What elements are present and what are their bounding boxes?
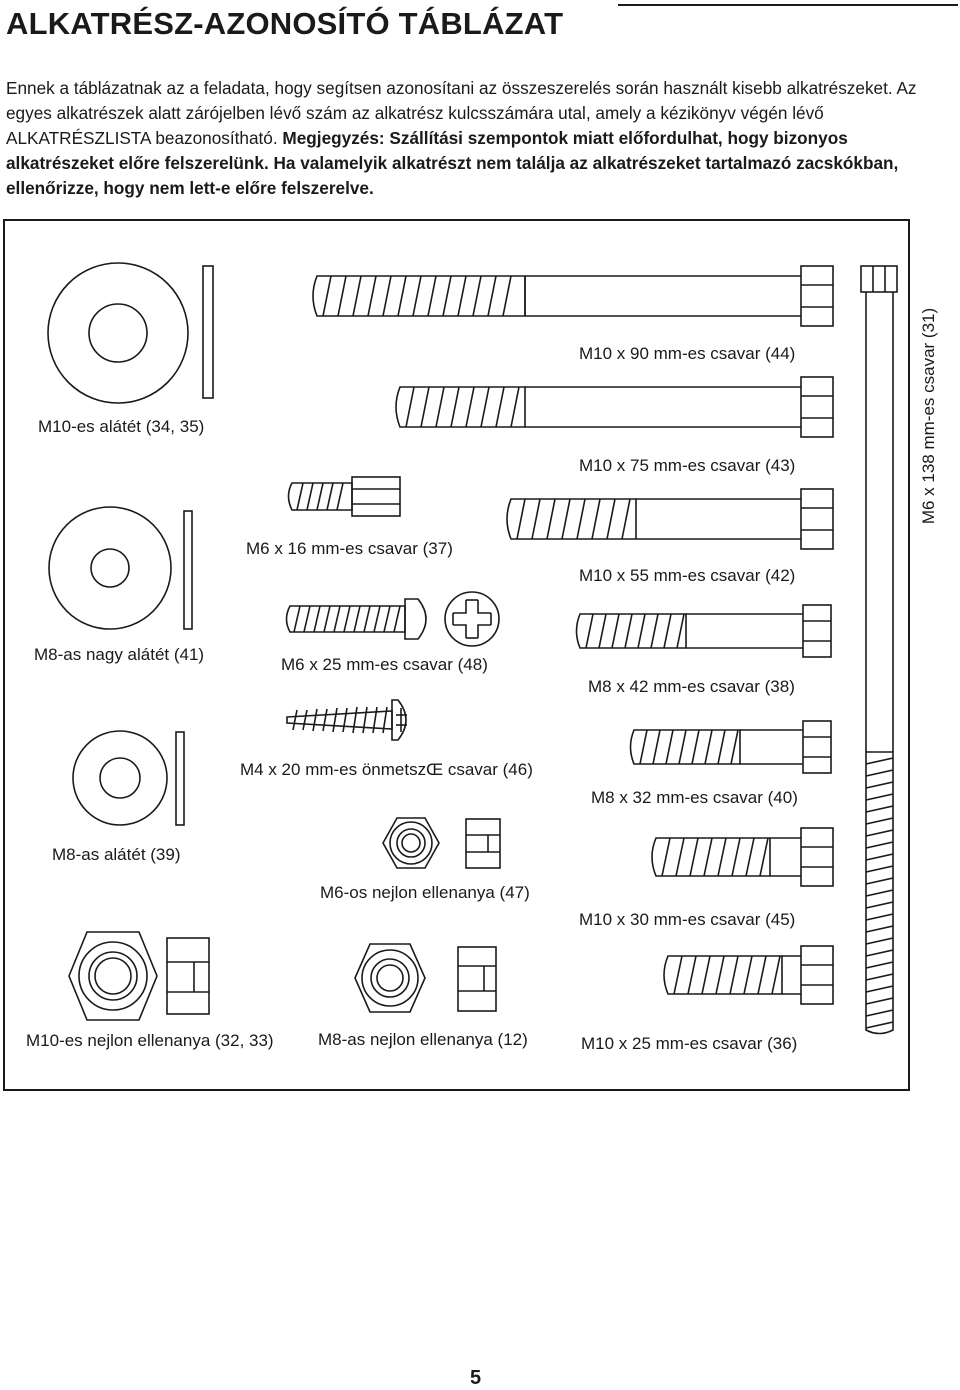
m8-nylon-nut-illustration [354,943,497,1013]
label-m4x20-screw: M4 x 20 mm-es önmetszŒ csavar (46) [240,760,533,779]
label-m10x75-bolt: M10 x 75 mm-es csavar (43) [579,456,796,475]
label-m6-nylon-nut: M6-os nejlon ellenanya (47) [320,883,530,902]
m10-nylon-nut-illustration [68,931,210,1021]
intro-text: Ennek a táblázatnak az a feladata, hogy … [6,78,917,148]
label-m6x25-bolt: M6 x 25 mm-es csavar (48) [281,655,488,674]
label-m10x30-bolt: M10 x 30 mm-es csavar (45) [579,910,796,929]
header-rule [618,4,958,6]
label-m10x90-bolt: M10 x 90 mm-es csavar (44) [579,344,796,363]
label-m10x25-bolt: M10 x 25 mm-es csavar (36) [581,1034,798,1053]
label-m8x32-bolt: M8 x 32 mm-es csavar (40) [591,788,798,807]
m6-nylon-nut-illustration [382,817,501,869]
label-m10-washer: M10-es alátét (34, 35) [38,417,205,436]
m10x30-bolt-illustration [651,827,834,887]
m4x20-screw-illustration [286,699,407,741]
intro-note: Megjegyzés: Szállítási szempontok miatt … [6,128,899,198]
m8x42-bolt-illustration [575,604,832,658]
parts-frame [3,219,910,1091]
m10-washer-illustration [47,262,214,404]
m10x75-bolt-illustration [395,376,834,438]
page-title: ALKATRÉSZ-AZONOSÍTÓ TÁBLÁZAT [6,6,564,41]
m6x25-bolt-illustration [285,591,500,647]
m6x138-bolt-illustration [860,265,898,1035]
label-m6x138-bolt: M6 x 138 mm-es csavar (31) [919,307,938,525]
m8x32-bolt-illustration [629,720,832,774]
label-m8x42-bolt: M8 x 42 mm-es csavar (38) [588,677,795,696]
m10x90-bolt-illustration [312,265,834,327]
label-m6x16-bolt: M6 x 16 mm-es csavar (37) [246,539,453,558]
label-m8-washer: M8-as alátét (39) [52,845,181,864]
m10x25-bolt-illustration [663,945,834,1005]
label-m8-large-washer: M8-as nagy alátét (41) [34,645,205,664]
label-m10x55-bolt: M10 x 55 mm-es csavar (42) [579,566,796,585]
m8-large-washer-illustration [48,506,193,630]
intro-paragraph: Ennek a táblázatnak az a feladata, hogy … [6,76,954,201]
label-m10-nylon-nut: M10-es nejlon ellenanya (32, 33) [26,1031,274,1050]
m6x16-bolt-illustration [287,476,401,517]
m10x55-bolt-illustration [506,488,834,550]
page-number: 5 [470,1367,482,1389]
label-m8-nylon-nut: M8-as nejlon ellenanya (12) [318,1030,528,1049]
m8-washer-illustration [72,730,185,826]
